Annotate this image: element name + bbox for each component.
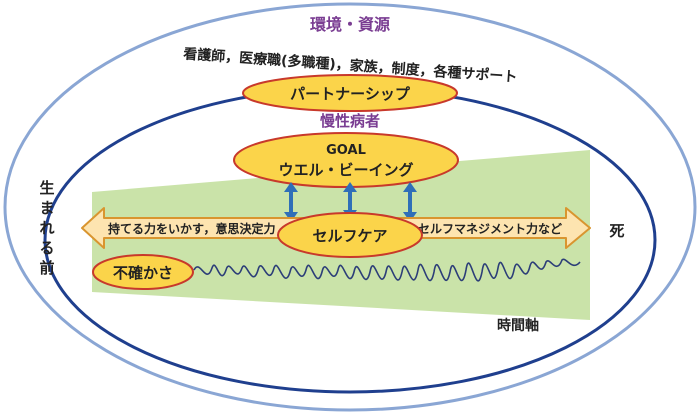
start-label-5: 前	[39, 259, 54, 277]
uncertainty-label: 不確かさ	[113, 264, 173, 282]
timeline-left-text: 持てる力をいかす，意思決定力	[108, 221, 276, 236]
inner-title: 慢性病者	[320, 112, 380, 130]
selfcare-label: セルフケア	[312, 227, 387, 245]
outer-title: 環境・資源	[310, 15, 390, 34]
axis-label: 時間軸	[497, 317, 539, 334]
goal-subtitle: ウエル・ビーイング	[278, 161, 413, 179]
selfcare-ellipse	[277, 212, 423, 258]
uncertainty-scribble	[193, 258, 581, 282]
end-label: 死	[609, 222, 624, 240]
start-label-1: 生	[39, 179, 54, 197]
goal-ellipse	[233, 132, 459, 188]
start-label-3: れ	[39, 219, 54, 237]
uncertainty-ellipse	[92, 254, 194, 290]
start-label-2: ま	[39, 199, 54, 217]
timeline-right-text: セルフマネジメント力など	[418, 221, 562, 236]
goal-title: GOAL	[326, 143, 366, 158]
partnership-ellipse	[242, 74, 458, 112]
start-label-4: る	[39, 239, 54, 257]
partnership-label: パートナーシップ	[290, 85, 411, 103]
